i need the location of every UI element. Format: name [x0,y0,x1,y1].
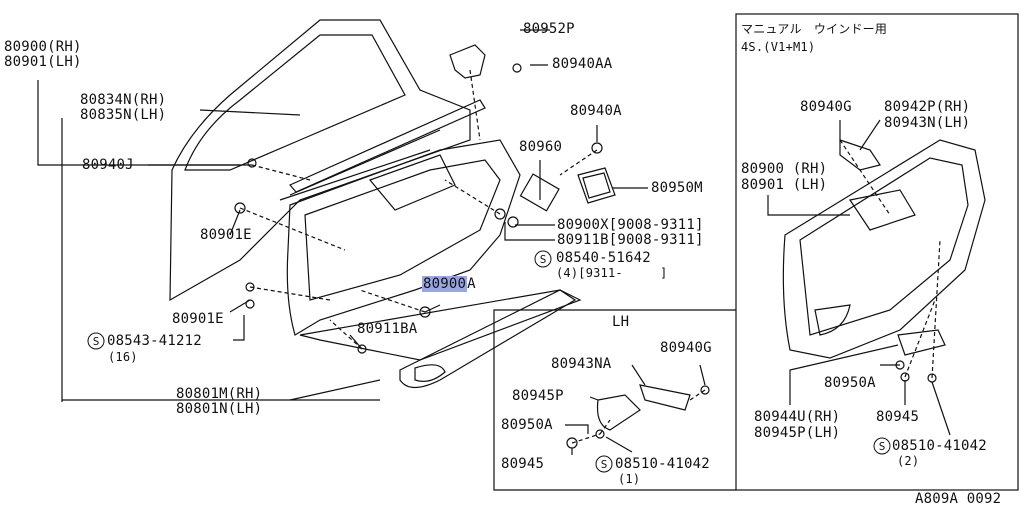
manual-label-80945p: 80945P(LH) [754,425,841,441]
manual-regulator-handle [839,139,881,171]
highlighted-part-number[interactable]: 80900 [422,276,468,292]
label-80901-lh: 80901(LH) [4,54,82,70]
manual-label-80940g: 80940G [800,99,852,115]
weatherstrip [289,99,486,193]
label-80952p: 80952P [523,21,575,37]
label-80901e-lower: 80901E [172,311,224,327]
manual-label-80900rh: 80900 (RH) [741,161,828,177]
part-number-suffix: A [467,276,476,292]
label-80911b: 80911B[9008-9311] [557,232,704,248]
label-80834n: 80834N(RH) [80,92,167,108]
manual-inset-title-jp: マニュアル ウインドー用 [741,22,888,36]
manual-door-panel [782,139,986,359]
door-window-frame [184,34,406,171]
svg-text:S: S [540,253,547,266]
label-80950m: 80950M [651,180,703,196]
lh-handle-bezel [596,394,641,431]
manual-inner-handle [849,189,916,231]
lh-label-80950a: 80950A [501,417,553,433]
label-80835n: 80835N(LH) [80,107,167,123]
bracket-80952p [449,44,486,79]
lh-label-08510-qty: (1) [618,472,641,486]
door-pocket [299,289,582,361]
lh-inset-title: LH [612,314,630,330]
label-80960: 80960 [519,139,563,155]
label-80940a: 80940A [570,103,622,119]
label-80801n: 80801N(LH) [176,401,263,417]
label-80900a: 80900A [422,276,476,292]
manual-handle-bezel [897,329,946,356]
manual-window-inset-frame [735,13,1019,491]
manual-label-80943n: 80943N(LH) [884,115,971,131]
label-80901e-upper: 80901E [200,227,252,243]
label-80900-rh: 80900(RH) [4,39,82,55]
door-trim-panel [286,139,521,336]
map-pocket [399,289,577,389]
lh-label-08510-41042: 08510-41042 [615,456,710,472]
label-80940j: 80940J [82,157,134,173]
label-08543-41212: 08543-41212 [107,333,202,349]
label-08540-qty: (4)[9311- ] [556,266,668,280]
manual-label-80944u: 80944U(RH) [754,409,841,425]
lh-label-80945: 80945 [501,456,545,472]
inner-handle-area [368,154,456,211]
label-80911ba: 80911BA [357,321,418,337]
manual-label-80901lh: 80901 (LH) [741,177,828,193]
svg-text:S: S [93,335,100,348]
cup-holder-80950m [577,167,616,204]
manual-label-80942p: 80942P(RH) [884,99,971,115]
lh-label-80943na: 80943NA [551,356,612,372]
lh-inset-frame [493,309,736,491]
diagram-code: A809A 0092 [915,491,1002,507]
label-80940aa: 80940AA [552,56,613,72]
lh-label-80940g: 80940G [660,340,712,356]
manual-label-08510-qty: (2) [897,454,920,468]
regulator-handle [519,173,560,212]
manual-label-80950a: 80950A [824,375,876,391]
label-08543-qty: (16) [108,350,138,364]
lh-label-80945p: 80945P [512,388,564,404]
manual-label-80945: 80945 [876,409,920,425]
label-80900x: 80900X[9008-9311] [557,217,704,233]
manual-inset-title-code: 4S.(V1+M1) [741,40,816,54]
label-80801m: 80801M(RH) [176,386,263,402]
door-body-outline [169,19,471,302]
manual-label-08510-41042: 08510-41042 [892,438,987,454]
lh-handle-escutcheon [639,384,691,411]
svg-text:S: S [879,440,886,453]
label-08540-51642: 08540-51642 [556,250,651,266]
svg-text:S: S [601,458,608,471]
